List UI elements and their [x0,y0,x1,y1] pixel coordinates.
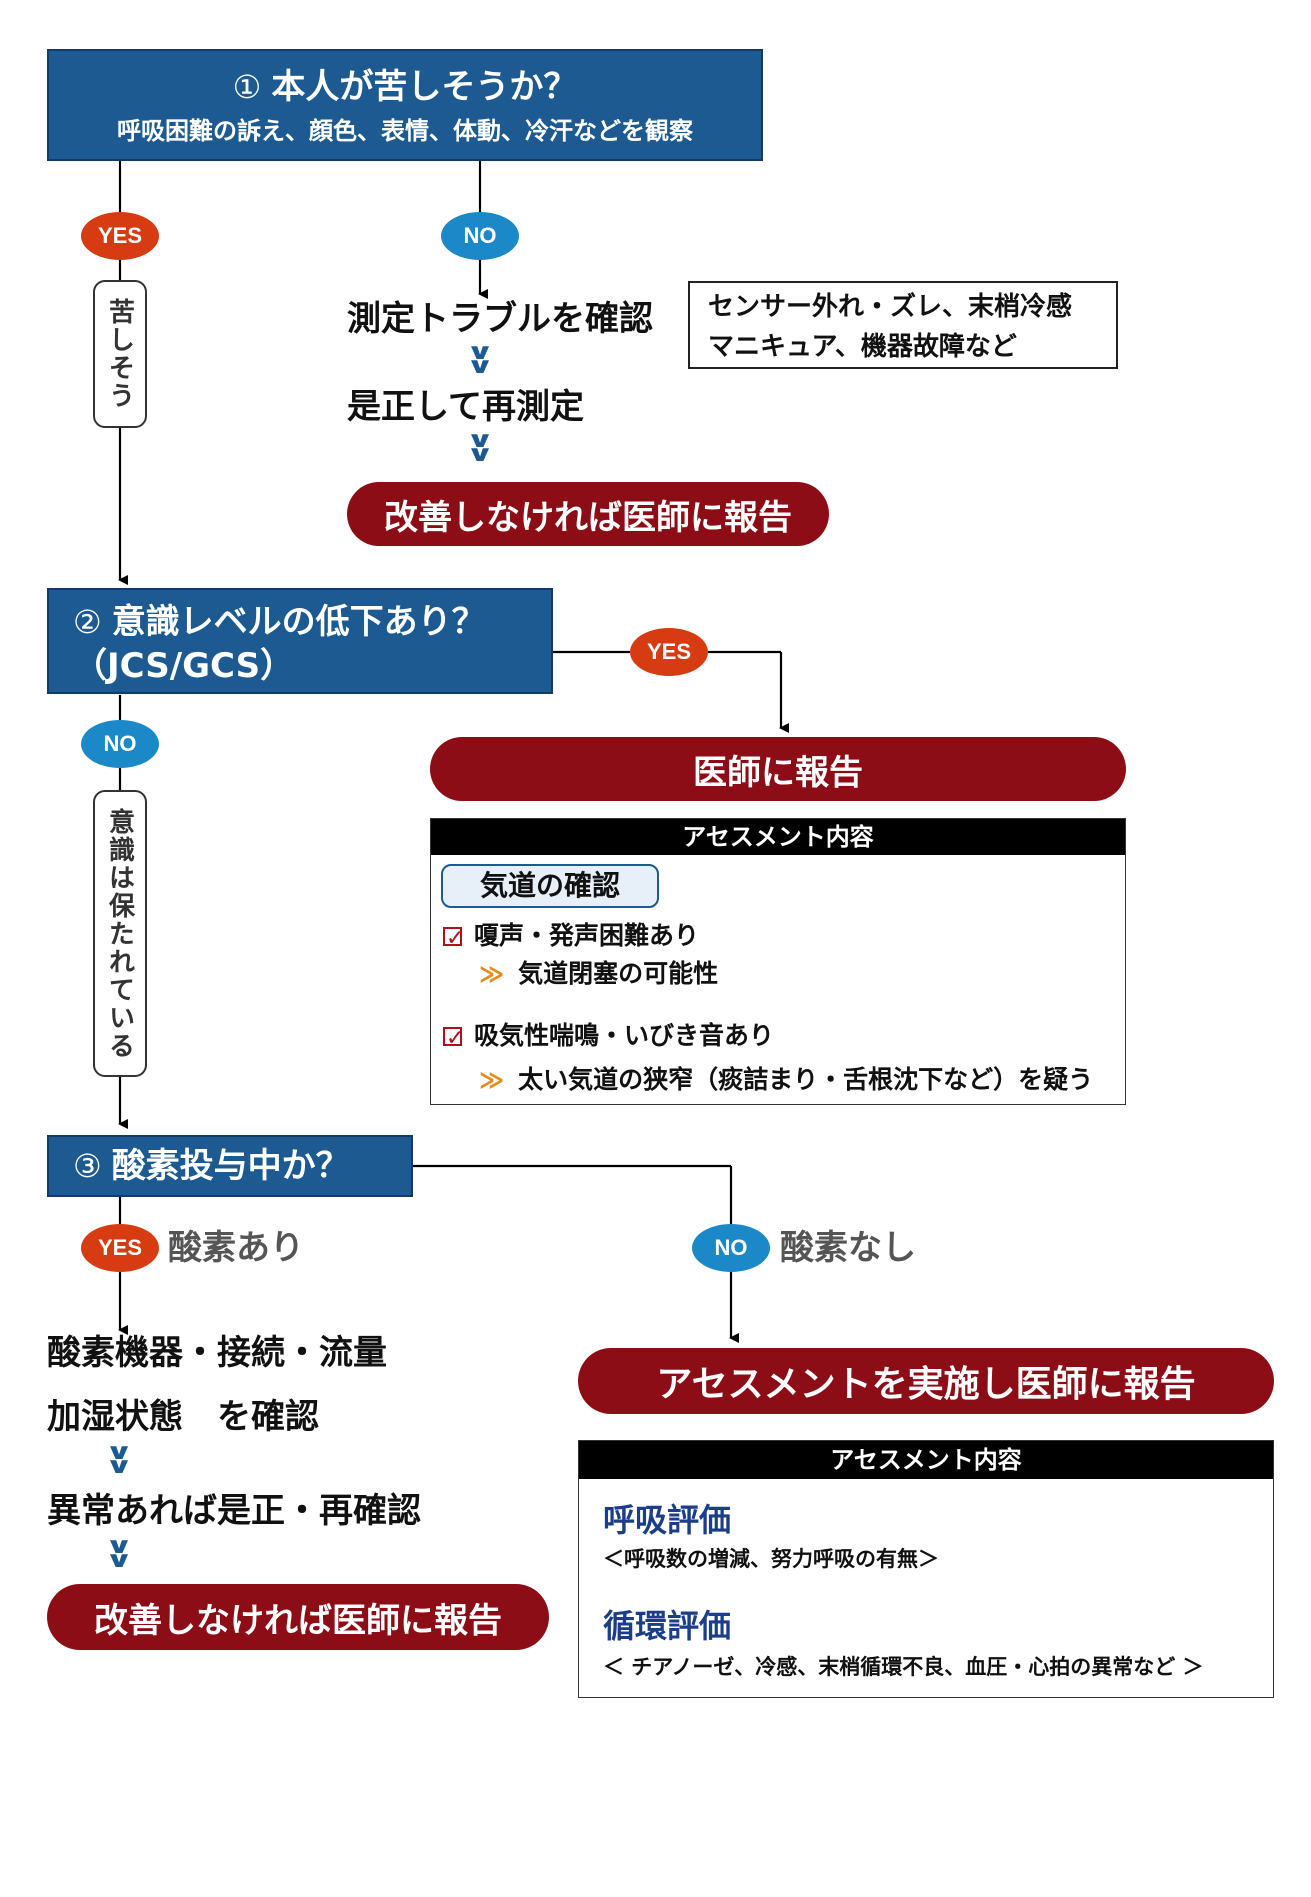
q3-yes-step-2: 異常あれば是正・再確認 [47,1491,421,1531]
q3-eval-circulatory-title: 循環評価 [603,1607,732,1645]
q2-check-item-2: 吸気性喘鳴・いびき音あり [443,1017,775,1058]
q3-eval-respiratory-title: 呼吸評価 [603,1501,732,1539]
q2-airway-tag: 気道の確認 [441,864,659,908]
q2-yes-pill: YES [630,628,708,676]
q3-yes-step-1-line-2: 加湿状態 を確認 [47,1397,319,1437]
q1-no-step-remeasure: 是正して再測定 [347,387,584,427]
q3-no-report-banner: アセスメントを実施し医師に報告 [578,1348,1274,1414]
question-1-title: 本人が苦しそうか？ [271,67,578,107]
q2-check-item-2-sub: ≫ 太い気道の狭窄（痰詰まり・舌根沈下など）を疑う [479,1061,1093,1099]
q1-yes-pill: YES [81,212,159,260]
q3-yes-pill: YES [81,1224,159,1272]
q3-yes-report-banner: 改善しなければ医師に報告 [47,1584,549,1650]
q3-no-pill: NO [692,1224,770,1272]
q2-no-pill: NO [81,720,159,768]
checkbox-checked-icon [443,920,464,958]
double-chevron-down-icon: ∨∨ [465,340,495,379]
question-1-subtitle: 呼吸困難の訴え、顔色、表情、体動、冷汗などを観察 [117,117,693,145]
q1-yes-label: 苦しそう [93,280,147,428]
question-2-subtitle: （JCS/GCS） [73,646,295,686]
q2-check-item-1-sub: ≫ 気道閉塞の可能性 [479,955,718,993]
question-3-number: ③ [73,1147,102,1185]
double-arrow-right-icon: ≫ [479,960,505,988]
q3-yes-step-1-line-1: 酸素機器・接続・流量 [47,1333,387,1373]
q3-eval-respiratory-desc: ＜呼吸数の増減、努力呼吸の有無＞ [603,1547,939,1571]
q3-eval-circulatory-desc: ＜ チアノーゼ、冷感、末梢循環不良、血圧・心拍の異常など ＞ [603,1655,1204,1679]
q3-assessment-panel: アセスメント内容 呼吸評価 ＜呼吸数の増減、努力呼吸の有無＞ 循環評価 ＜ チア… [578,1440,1274,1698]
q2-yes-report-banner: 医師に報告 [430,737,1126,801]
q3-no-text: 酸素なし [780,1228,916,1268]
q1-no-report-banner: 改善しなければ医師に報告 [347,482,829,546]
double-arrow-right-icon: ≫ [479,1066,505,1094]
q1-no-step-check-trouble: 測定トラブルを確認 [347,299,653,339]
q1-no-pill: NO [441,212,519,260]
q2-assessment-header: アセスメント内容 [431,819,1125,855]
q1-no-note-line-2: マニキュア、機器故障など [708,332,1017,362]
q2-check-item-1: 嗄声・発声困難あり [443,917,700,958]
q2-check-item-2-text: 吸気性喘鳴・いびき音あり [474,1021,775,1050]
double-chevron-down-icon: ∨∨ [104,1440,134,1479]
q2-check-item-1-text: 嗄声・発声困難あり [474,921,700,950]
q2-check-item-2-sub-text: 太い気道の狭窄（痰詰まり・舌根沈下など）を疑う [518,1065,1094,1094]
checkbox-checked-icon [443,1020,464,1058]
q3-assessment-header: アセスメント内容 [579,1441,1273,1479]
double-chevron-down-icon: ∨∨ [104,1534,134,1573]
q3-yes-text: 酸素あり [168,1228,304,1268]
q2-check-item-1-sub-text: 気道閉塞の可能性 [518,959,719,988]
question-2-title: 意識レベルの低下あり？ [111,602,486,642]
q1-no-note-box: センサー外れ・ズレ、末梢冷感 マニキュア、機器故障など [688,281,1118,369]
q2-no-label: 意識は保たれている [93,790,147,1077]
question-2-number: ② [73,603,102,641]
question-3-title: 酸素投与中か？ [111,1146,350,1186]
q2-assessment-panel: アセスメント内容 気道の確認 嗄声・発声困難あり ≫ 気道閉塞の可能性 吸気性喘鳴… [430,818,1126,1105]
q1-no-note-line-1: センサー外れ・ズレ、末梢冷感 [708,292,1073,322]
question-1-number: ① [232,68,262,106]
double-chevron-down-icon: ∨∨ [465,428,495,467]
